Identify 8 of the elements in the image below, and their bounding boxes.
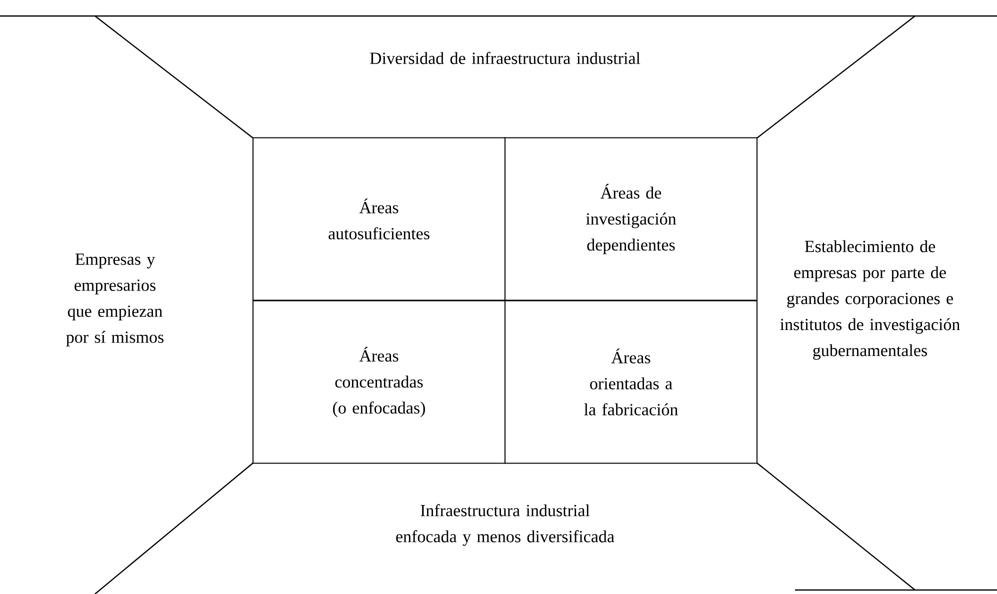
area-cell: Áreas orientadas a la fabricación [504,300,758,464]
region-label: Establecimiento de empresas por parte de grandes corporaciones e institutos de investigación gubernamentales [780,240,960,360]
region-label: Empresas y empresarios que empiezan por sí mismos [66,254,164,346]
region-label: Infraestructura industrial enfocada y menos diversificada [396,504,614,546]
region-label: Diversidad de infraestructura industrial [370,52,640,64]
area-cell: Áreas de investigación dependientes [504,137,758,301]
area-cell: Áreas autosuficientes [252,137,506,301]
area-cell: Áreas concentradas (o enfocadas) [252,300,506,464]
